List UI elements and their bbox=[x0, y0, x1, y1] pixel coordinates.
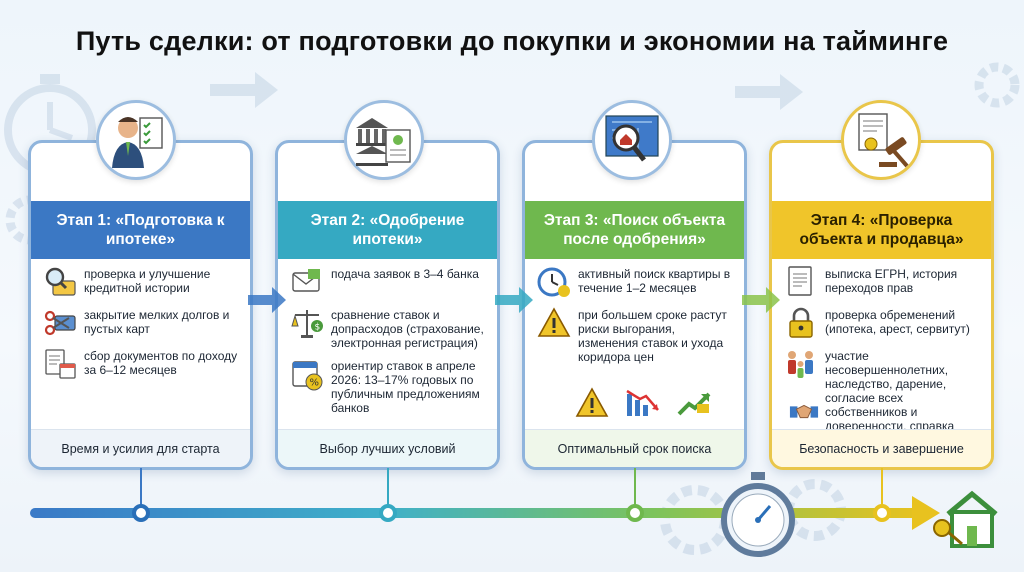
house-key-icon bbox=[933, 490, 998, 548]
stage-3-top-icon bbox=[592, 100, 672, 180]
stage-1-card: Этап 1: «Подготовка к ипотеке» проверка … bbox=[28, 140, 253, 470]
stage-4-top-icon bbox=[841, 100, 921, 180]
falling-chart-icon bbox=[626, 389, 659, 416]
svg-text:%: % bbox=[310, 378, 320, 389]
stage-4-header: Этап 4: «Проверка объекта и продавца» bbox=[772, 201, 991, 259]
warning-icon bbox=[575, 387, 609, 417]
stage-arrow-icon bbox=[742, 287, 780, 313]
scissors-card-icon bbox=[44, 310, 76, 336]
timeline-node bbox=[132, 504, 150, 522]
stage-arrow-icon bbox=[248, 287, 286, 313]
family-icon bbox=[788, 351, 813, 378]
timeline-bar bbox=[30, 508, 920, 518]
list-item-text: сравнение ставок и допрасходов (страхова… bbox=[331, 308, 484, 350]
background-arrow-icon bbox=[735, 74, 803, 110]
background-gear-icon bbox=[974, 62, 1020, 108]
clock-icon bbox=[537, 267, 570, 297]
timeline-connector bbox=[881, 468, 883, 506]
list-item: подача заявок в 3–4 банка bbox=[290, 267, 490, 299]
list-item: проверка обременений (ипотека, арест, се… bbox=[784, 307, 984, 340]
list-item-text: участие несовершеннолетних, наследство, … bbox=[825, 349, 955, 433]
stage-2-top-icon bbox=[344, 100, 424, 180]
envelope-icon bbox=[292, 269, 320, 292]
list-item-text: закрытие мелких долгов и пустых карт bbox=[84, 308, 230, 336]
handshake-icon bbox=[789, 404, 819, 419]
list-item-text: активный поиск квартиры в течение 1–2 ме… bbox=[578, 267, 731, 295]
stage-1-header: Этап 1: «Подготовка к ипотеке» bbox=[31, 201, 250, 259]
manager-checklist-icon bbox=[112, 117, 163, 168]
list-item-text: проверка обременений (ипотека, арест, се… bbox=[825, 308, 970, 336]
timeline-node bbox=[626, 504, 644, 522]
blueprint-search-icon bbox=[605, 115, 659, 162]
warning-icon bbox=[537, 307, 571, 337]
list-item-text: при большем сроке растут риски выгорания… bbox=[578, 308, 727, 364]
lock-icon bbox=[789, 307, 813, 338]
stage-3-footer: Оптимальный срок поиска bbox=[525, 429, 744, 467]
svg-text:$: $ bbox=[315, 323, 321, 333]
stopwatch-icon bbox=[721, 472, 795, 557]
timeline-connector bbox=[634, 468, 636, 506]
calendar-percent-icon: % bbox=[292, 361, 323, 391]
list-item: активный поиск квартиры в течение 1–2 ме… bbox=[537, 267, 737, 299]
stage-4-card: Этап 4: «Проверка объекта и продавца» вы… bbox=[769, 140, 994, 470]
list-item: $ сравнение ставок и допрасходов (страхо… bbox=[290, 308, 490, 350]
stage-3-card: Этап 3: «Поиск объекта после одобрения» … bbox=[522, 140, 747, 470]
scales-icon: $ bbox=[291, 310, 323, 338]
list-item-text: сбор документов по доходу за 6–12 месяце… bbox=[84, 349, 238, 377]
list-item-text: проверка и улучшение кредитной истории bbox=[84, 267, 211, 295]
page-title: Путь сделки: от подготовки до покупки и … bbox=[75, 26, 949, 56]
list-item: выписка ЕГРН, история переходов прав bbox=[784, 266, 984, 299]
documents-calendar-icon bbox=[45, 349, 76, 379]
timeline-connector bbox=[387, 468, 389, 506]
timeline-arrowhead-icon bbox=[912, 496, 940, 530]
list-item: закрытие мелких долгов и пустых карт bbox=[43, 308, 243, 340]
stage-4-footer: Безопасность и завершение bbox=[772, 429, 991, 467]
stage-3-icon-row bbox=[575, 386, 715, 422]
list-item-text: выписка ЕГРН, история переходов прав bbox=[825, 267, 958, 295]
list-item: сбор документов по доходу за 6–12 месяце… bbox=[43, 349, 243, 381]
document-icon bbox=[788, 266, 812, 296]
stage-arrow-icon bbox=[495, 287, 533, 313]
stage-2-card: Этап 2: «Одобрение ипотеки» подача заяво… bbox=[275, 140, 500, 470]
stage-1-footer: Время и усилия для старта bbox=[31, 429, 250, 467]
background-arrow-icon bbox=[210, 72, 278, 108]
stage-1-top-icon bbox=[96, 100, 176, 180]
list-item: при большем сроке растут риски выгорания… bbox=[537, 307, 737, 364]
list-item-text: подача заявок в 3–4 банка bbox=[331, 267, 479, 281]
list-item: проверка и улучшение кредитной истории bbox=[43, 267, 243, 299]
timeline-node bbox=[379, 504, 397, 522]
magnifier-card-icon bbox=[45, 267, 76, 296]
list-item-text: ориентир ставок в апреле 2026: 13–17% го… bbox=[331, 359, 480, 415]
timeline-node bbox=[873, 504, 891, 522]
stage-2-footer: Выбор лучших условий bbox=[278, 429, 497, 467]
timeline-connector bbox=[140, 468, 142, 506]
stage-3-header: Этап 3: «Поиск объекта после одобрения» bbox=[525, 201, 744, 259]
certificate-gavel-icon bbox=[858, 113, 909, 168]
list-item: % ориентир ставок в апреле 2026: 13–17% … bbox=[290, 359, 490, 415]
rising-chart-icon bbox=[677, 392, 711, 416]
bank-document-icon bbox=[356, 118, 411, 166]
stage-2-header: Этап 2: «Одобрение ипотеки» bbox=[278, 201, 497, 259]
